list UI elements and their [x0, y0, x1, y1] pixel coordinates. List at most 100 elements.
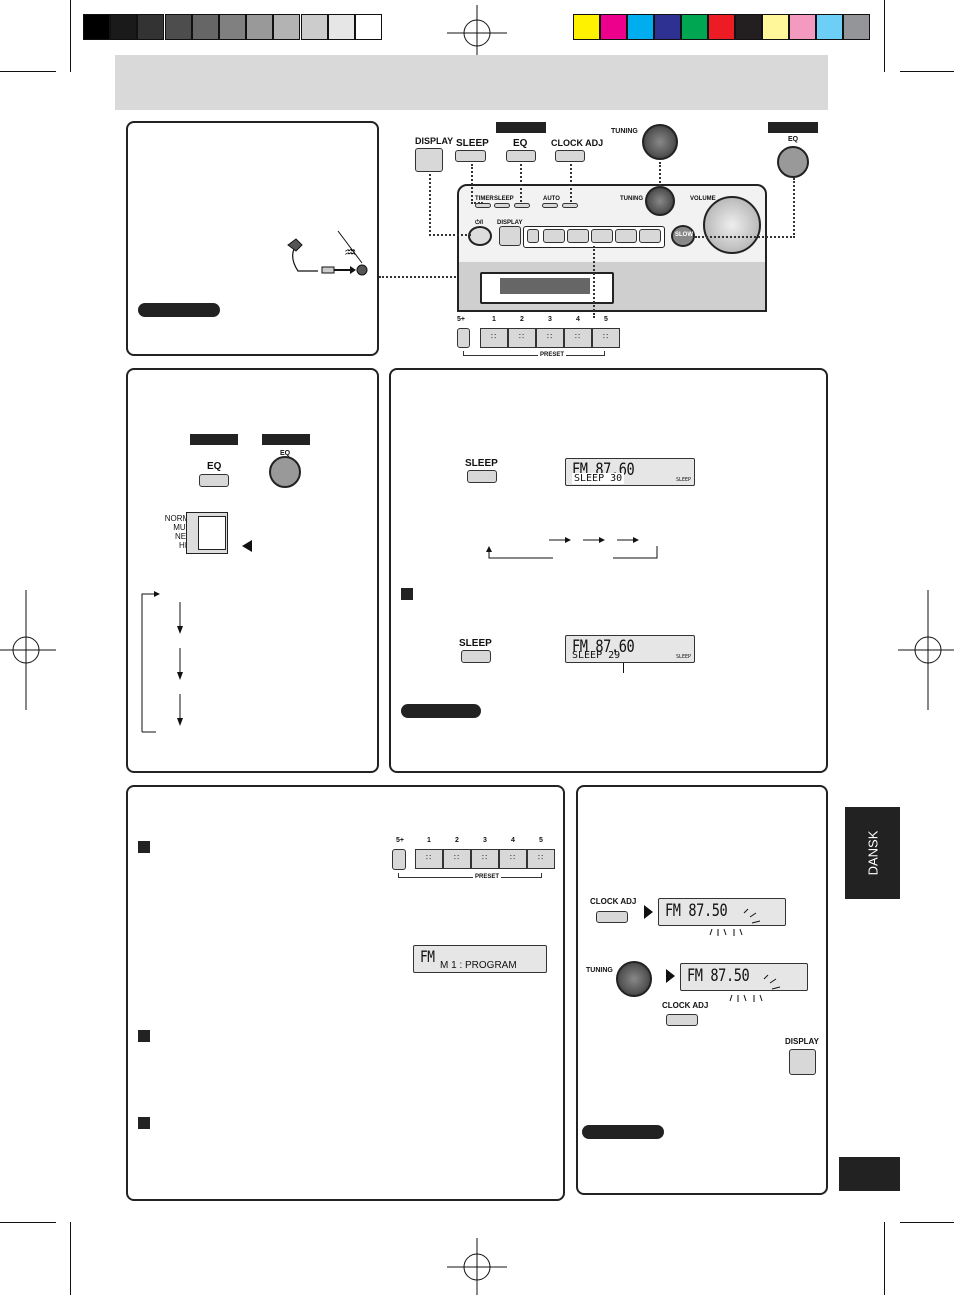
timer-label: TIMER	[475, 196, 494, 202]
preset-number: 1	[427, 837, 431, 844]
remote-eq-button[interactable]	[269, 456, 301, 488]
preset-button-3[interactable]: ∷	[471, 849, 499, 869]
sleep-cycle-arrows	[486, 537, 658, 559]
color-swatch	[708, 14, 735, 40]
color-swatch	[573, 14, 600, 40]
registration-mark	[898, 590, 954, 710]
clock-adj-label: CLOCK ADJ	[551, 138, 604, 148]
gray-swatch	[355, 14, 382, 40]
eq-pointer-icon	[242, 540, 252, 552]
clock-adj-button[interactable]	[555, 150, 585, 162]
preset-panel: 5+ 1∷2∷3∷4∷5∷ PRESET FM M 1 : PROGRAM	[126, 785, 565, 1201]
sleep-display-2: FM 87.60 SLEEP 29 SLEEP	[565, 635, 695, 663]
eq-label: EQ	[207, 461, 222, 472]
language-tab-label: DANSK	[865, 830, 880, 876]
connector-line	[570, 164, 572, 202]
sleep-button[interactable]	[461, 650, 491, 663]
preset-5plus-button[interactable]	[392, 849, 406, 870]
eq-small-button[interactable]	[514, 203, 530, 208]
arrow-right-icon	[666, 969, 675, 983]
power-button[interactable]	[468, 226, 492, 246]
preset-number: 2	[455, 837, 459, 844]
note-pill	[138, 303, 220, 317]
clock-panel: CLOCK ADJ FM 87.50 TUNING FM 87.50 CLOCK…	[576, 785, 828, 1195]
preset-5plus-button[interactable]	[457, 328, 470, 348]
sleep-label: SLEEP	[459, 638, 492, 649]
preset-strip-button[interactable]	[639, 229, 661, 243]
connector-line	[379, 276, 459, 278]
color-swatch	[762, 14, 789, 40]
display-label: DISPLAY	[415, 136, 454, 146]
preset-button-5[interactable]: ∷	[592, 328, 620, 348]
clock-adj-button[interactable]	[666, 1014, 698, 1026]
preset-number: 5	[604, 316, 608, 323]
sleep-button[interactable]	[455, 150, 486, 162]
label-bar	[496, 122, 546, 133]
preset-button-1[interactable]: ∷	[480, 328, 508, 348]
tuning-knob[interactable]	[616, 961, 652, 997]
display-small-button[interactable]	[499, 226, 521, 246]
preset-label: PRESET	[473, 874, 502, 880]
color-swatch	[600, 14, 627, 40]
preset-strip-button[interactable]	[591, 229, 613, 243]
blink-marks-icon	[729, 974, 781, 1002]
display-line1: FM	[420, 947, 435, 966]
display-button[interactable]	[789, 1049, 816, 1075]
registration-mark	[447, 1238, 507, 1295]
preset-button-5[interactable]: ∷	[527, 849, 555, 869]
display-button[interactable]	[415, 148, 443, 172]
sleep-small-button[interactable]	[494, 203, 510, 208]
blink-marks-icon	[709, 908, 761, 936]
preset-button-1[interactable]: ∷	[415, 849, 443, 869]
sleep-display-1: FM 87.60 SLEEP 30 SLEEP	[565, 458, 695, 486]
clock-adj-label: CLOCK ADJ	[590, 897, 637, 906]
preset-button-2[interactable]: ∷	[443, 849, 471, 869]
display-line1: FM 87.60	[572, 637, 635, 657]
preset-number: 1	[492, 316, 496, 323]
remote-eq-label: EQ	[788, 136, 799, 143]
slow-label: SLOW	[675, 232, 693, 238]
sleep-button[interactable]	[467, 470, 497, 483]
preset-strip-button[interactable]	[543, 229, 565, 243]
slow-button[interactable]	[671, 225, 695, 247]
eq-button[interactable]	[199, 474, 229, 487]
clock-adj-button[interactable]	[596, 911, 628, 923]
label-bar	[768, 122, 818, 133]
color-swatch	[789, 14, 816, 40]
preset-button-4[interactable]: ∷	[499, 849, 527, 869]
registration-mark	[0, 590, 56, 710]
volume-knob[interactable]	[703, 196, 761, 254]
remote-eq-button[interactable]	[777, 146, 809, 178]
connector-line	[593, 246, 595, 318]
tuning-device-knob[interactable]	[645, 186, 675, 216]
arrow-right-icon	[644, 905, 653, 919]
preset-strip-button[interactable]	[615, 229, 637, 243]
preset-bracket	[398, 873, 542, 878]
eq-mode-normal: NORMAL	[164, 514, 199, 523]
preset-strip-button[interactable]	[527, 229, 539, 243]
preset-bracket	[463, 351, 605, 356]
sleep-label: SLEEP	[465, 458, 498, 469]
auto-button[interactable]	[542, 203, 558, 208]
display-line2: SLEEP 30	[572, 473, 625, 484]
eq-button[interactable]	[506, 150, 536, 162]
preset-button-3[interactable]: ∷	[536, 328, 564, 348]
preset-button-4[interactable]: ∷	[564, 328, 592, 348]
clock-small-button[interactable]	[562, 203, 578, 208]
tuning-knob[interactable]	[642, 124, 678, 160]
display-label: DISPLAY	[785, 1037, 819, 1046]
display-line2: M 1 : PROGRAM	[440, 960, 517, 971]
step-marker	[138, 1030, 150, 1042]
auto-label: AUTO	[543, 196, 560, 202]
sleep-panel: SLEEP FM 87.60 SLEEP 30 SLEEP SLEEP FM 8…	[389, 368, 828, 773]
language-tab: DANSK	[845, 807, 900, 899]
gray-swatch	[83, 14, 110, 40]
preset-number: 4	[511, 837, 515, 844]
display-line1: FM 87.50	[687, 966, 750, 986]
preset-number: 2	[520, 316, 524, 323]
tuning-label: TUNING	[611, 128, 638, 135]
preset-strip-button[interactable]	[567, 229, 589, 243]
connector-line	[659, 162, 661, 186]
preset-button-2[interactable]: ∷	[508, 328, 536, 348]
timer-button[interactable]	[475, 203, 491, 208]
